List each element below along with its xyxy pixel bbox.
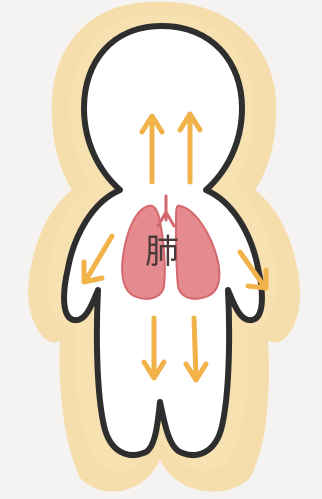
organ-label-lung: 肺 <box>132 232 192 272</box>
